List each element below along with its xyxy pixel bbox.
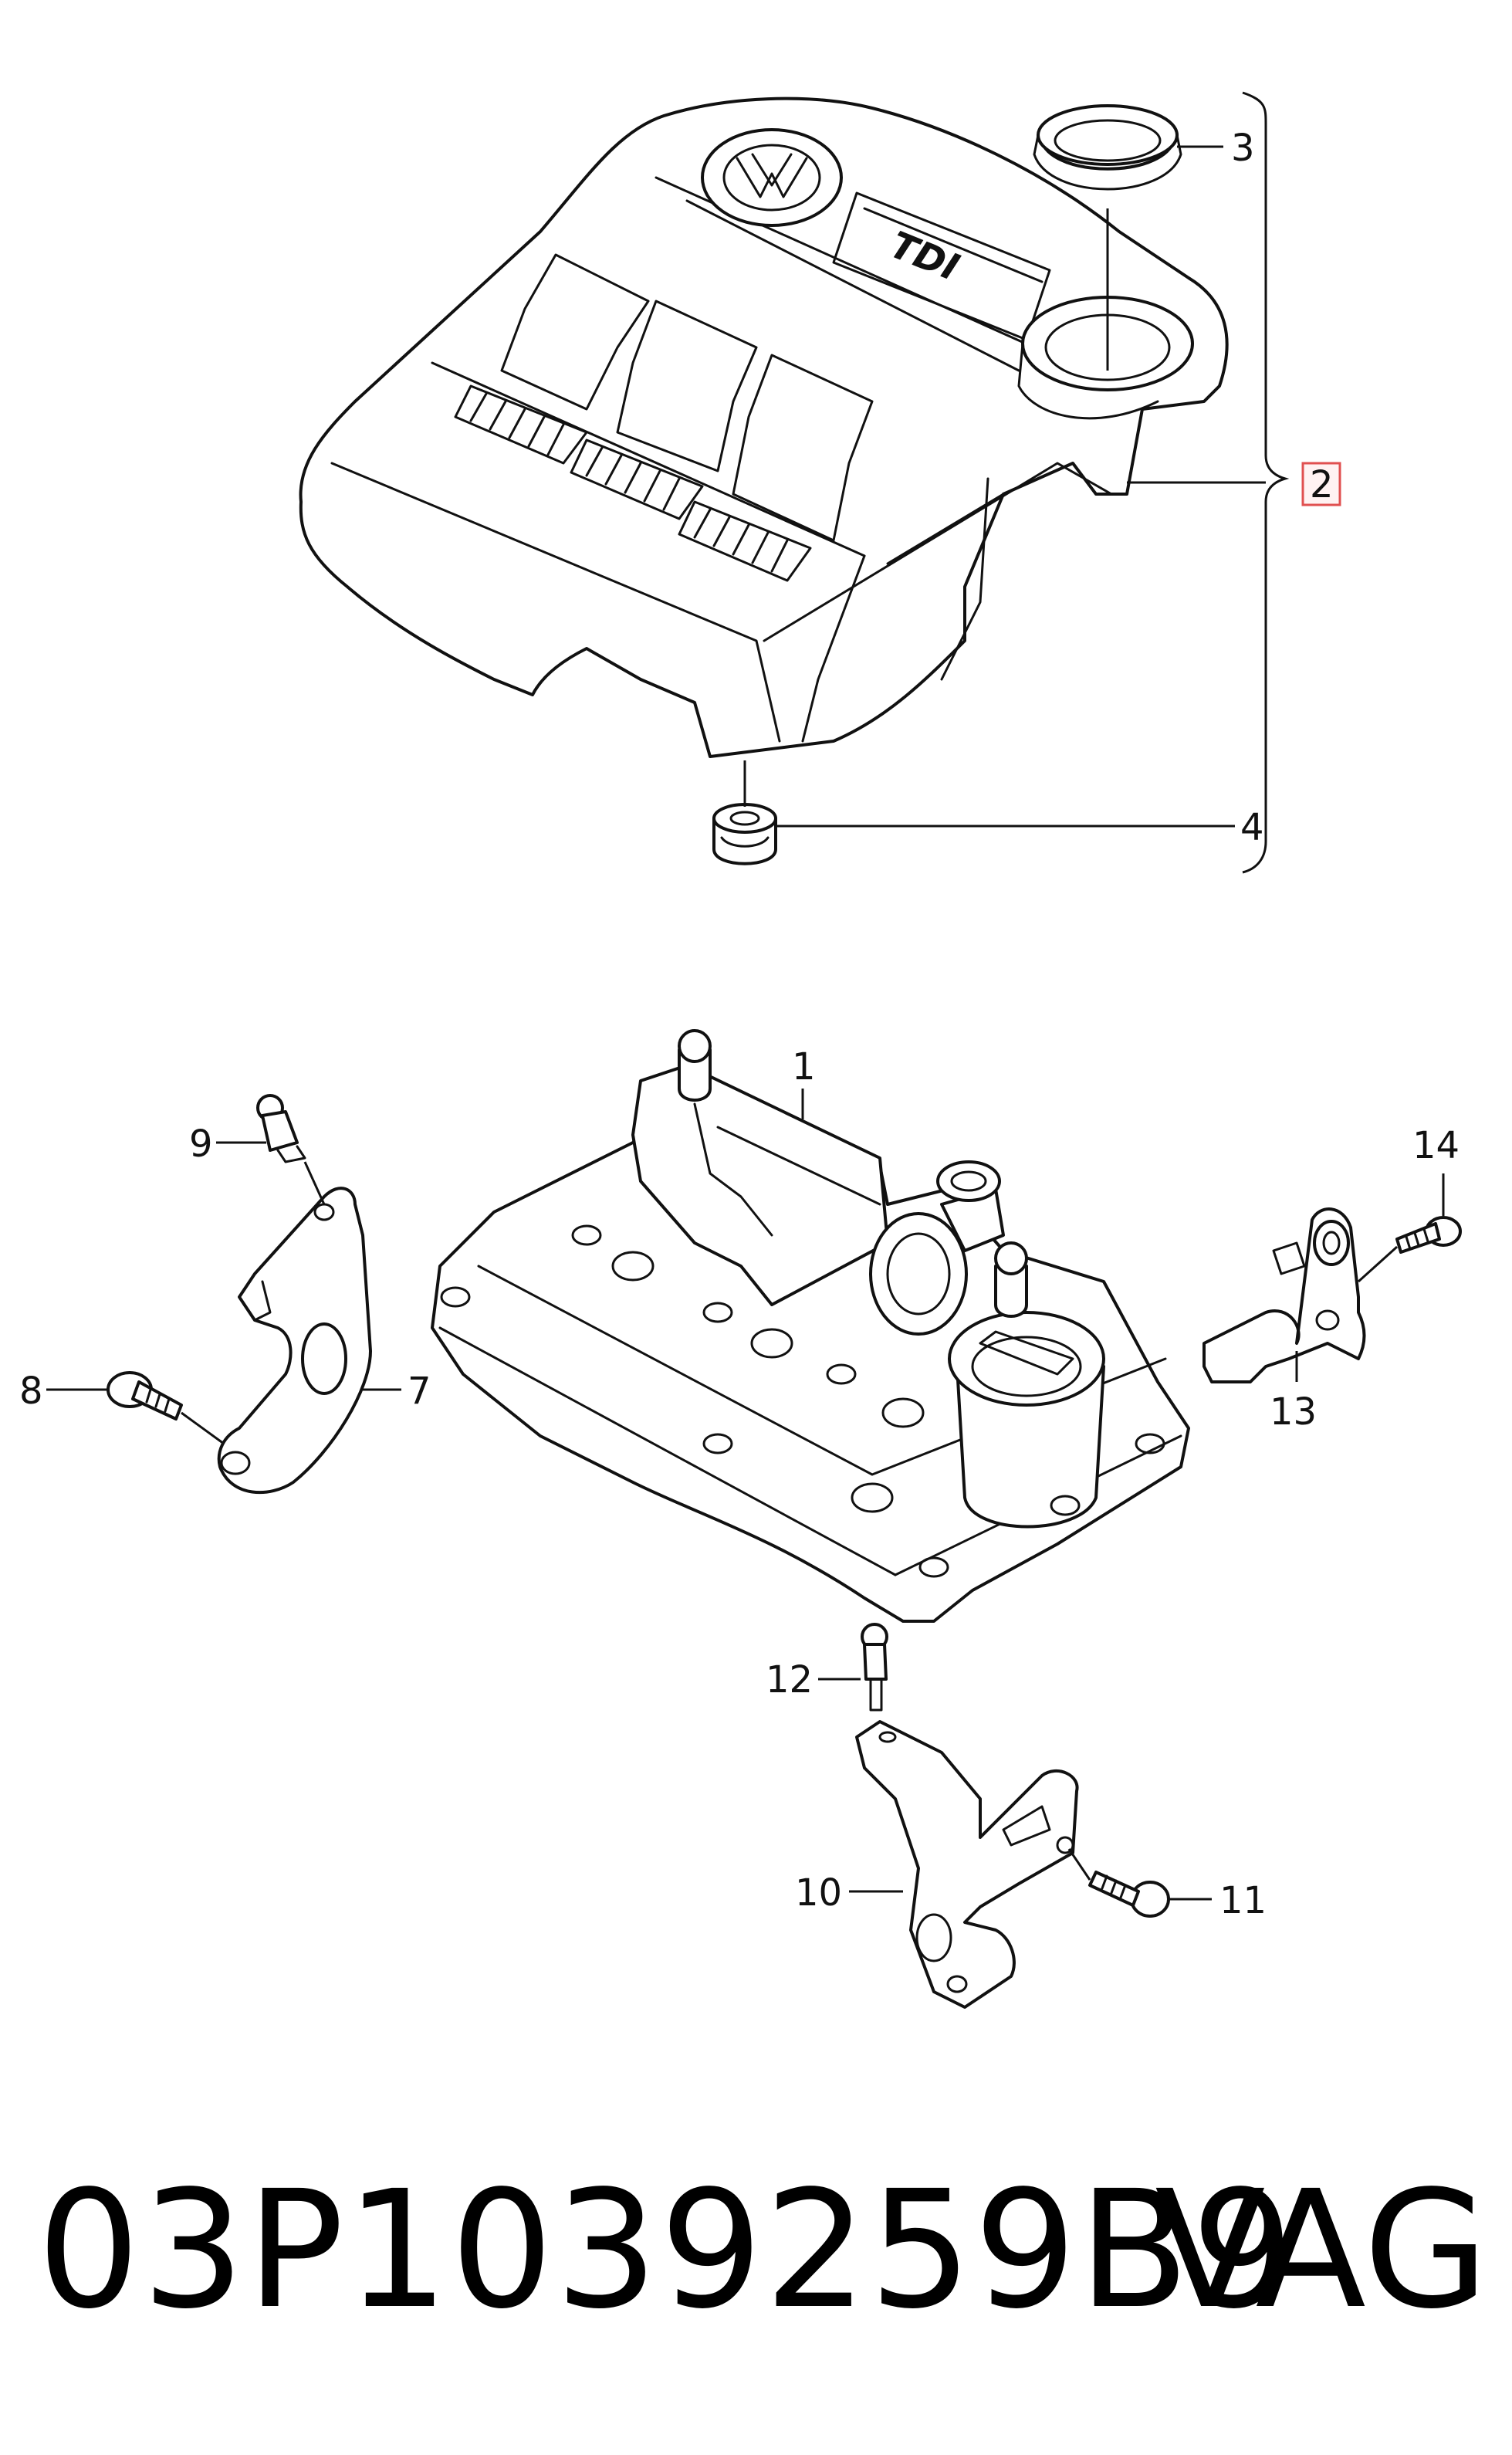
callout-10: 10 <box>795 1871 842 1915</box>
callout-9: 9 <box>189 1123 213 1166</box>
callout-13: 13 <box>1270 1390 1317 1434</box>
bolt-11[interactable] <box>1088 1871 1170 1918</box>
stud-12[interactable] <box>861 1623 888 1712</box>
footer: 03P1039259B9 VAG <box>0 2154 1512 2355</box>
callout-4: 4 <box>1240 806 1264 849</box>
cover-grille-right <box>678 500 812 582</box>
vw-logo-icon <box>701 128 843 227</box>
callout-11: 11 <box>1219 1879 1267 1922</box>
callout-8: 8 <box>19 1370 43 1413</box>
callout-14: 14 <box>1412 1124 1460 1167</box>
parts-diagram: TDI 3 2 4 <box>19 91 1462 2009</box>
cover-grille-middle <box>570 439 704 520</box>
stud-9[interactable] <box>256 1094 306 1163</box>
callout-2[interactable]: 2 <box>1310 463 1334 506</box>
bracket-left[interactable] <box>217 1187 372 1495</box>
brand-name: VAG <box>1155 2155 1489 2345</box>
cylinder-head-cover[interactable] <box>431 1029 1190 1623</box>
bolt-14[interactable] <box>1395 1216 1462 1254</box>
callout-2-highlight <box>1301 462 1341 506</box>
assembly-bracket <box>1242 91 1290 874</box>
callout-7: 7 <box>408 1370 431 1413</box>
callout-1: 1 <box>792 1045 816 1089</box>
bracket-right[interactable] <box>1202 1207 1366 1383</box>
bolt-8[interactable] <box>107 1371 183 1421</box>
part-number: 03P1039259B9 <box>37 2155 1296 2345</box>
mounting-buffer[interactable] <box>712 803 777 865</box>
cover-grille-left <box>454 384 588 465</box>
bracket-bottom[interactable] <box>855 1720 1079 2009</box>
callout-12: 12 <box>766 1658 813 1702</box>
engine-cover[interactable]: TDI <box>299 97 1229 758</box>
seal-ring[interactable] <box>1033 104 1182 191</box>
callout-3: 3 <box>1231 127 1255 170</box>
